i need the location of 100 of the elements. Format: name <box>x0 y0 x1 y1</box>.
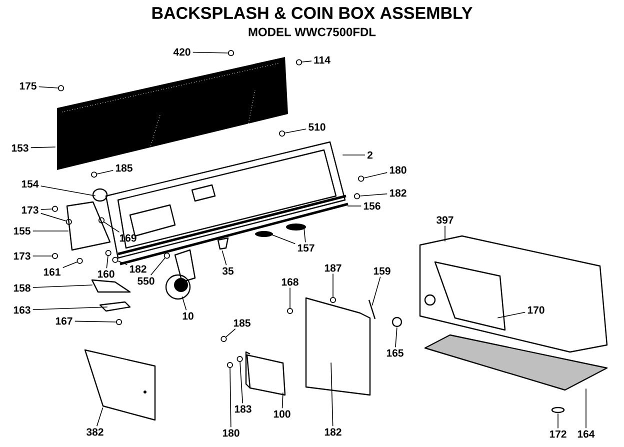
leader-line <box>40 208 52 210</box>
leader-line <box>302 60 312 62</box>
callout-number: 187 <box>324 264 342 272</box>
leader-line <box>226 328 236 338</box>
callout-number: 156 <box>364 202 380 210</box>
callout-number: 160 <box>98 270 114 278</box>
callout-number: 175 <box>20 82 36 90</box>
callout-number: 182 <box>390 189 406 197</box>
callout-number: 165 <box>386 349 404 357</box>
title: BACKSPLASH & COIN BOX ASSEMBLY <box>152 6 472 20</box>
base-plate <box>424 334 608 391</box>
leader-line <box>32 284 93 288</box>
screw <box>354 193 360 200</box>
leader-line <box>304 228 306 243</box>
screw <box>76 258 83 264</box>
leader-line <box>104 222 120 233</box>
callout-number: 182 <box>130 265 146 273</box>
callout-number: 114 <box>314 56 330 64</box>
callout-number: 172 <box>550 430 566 438</box>
callout-number: 155 <box>14 227 30 235</box>
leader-line <box>40 212 66 222</box>
callout-number: 183 <box>234 405 252 413</box>
leader-line <box>40 186 96 196</box>
leader-line <box>330 362 334 427</box>
screw <box>279 130 286 137</box>
slide-pin <box>368 300 376 320</box>
motor <box>165 249 196 300</box>
callout-number: 2 <box>367 151 372 159</box>
callout-number: 173 <box>14 252 30 260</box>
screw <box>358 176 364 182</box>
leader-line <box>38 86 58 88</box>
leader-line <box>32 306 108 310</box>
leader-line <box>342 154 366 156</box>
leader-line <box>96 170 114 174</box>
screw <box>330 296 336 304</box>
trim-rail <box>116 194 350 266</box>
leader-line <box>150 258 166 276</box>
callout-number: 382 <box>86 428 104 436</box>
leader-line <box>222 250 227 266</box>
model-label: MODEL WWC7500FDL <box>248 28 376 36</box>
screw <box>52 252 58 260</box>
screw <box>98 217 105 224</box>
callout-number: 154 <box>22 180 39 188</box>
screw <box>220 336 227 342</box>
leader-line <box>395 327 398 348</box>
callout-number: 164 <box>578 430 595 438</box>
gasket-plate <box>99 301 131 312</box>
screw <box>52 206 58 212</box>
gear <box>392 316 402 328</box>
leader-line <box>444 225 446 242</box>
callout-number: 397 <box>436 216 454 224</box>
leader-line <box>360 193 388 196</box>
callout-number: 182 <box>324 428 342 436</box>
leader-line <box>30 146 56 148</box>
leader-line <box>74 320 116 322</box>
screw <box>91 172 98 178</box>
callout-number: 185 <box>116 164 132 172</box>
washer <box>92 188 108 202</box>
callout-number: 100 <box>274 410 290 418</box>
screw <box>226 362 233 368</box>
leader-line <box>497 312 526 318</box>
callout-number: 10 <box>182 312 194 320</box>
leader-line <box>270 234 296 244</box>
screw <box>228 50 234 56</box>
side-bracket <box>66 201 111 251</box>
leader-line <box>240 362 244 404</box>
door-plate <box>84 349 156 421</box>
foot <box>551 406 565 414</box>
leader-line <box>284 128 307 134</box>
leader-line <box>62 262 78 268</box>
callout-number: 153 <box>12 144 28 152</box>
callout-number: 180 <box>390 166 406 174</box>
screw <box>112 256 118 263</box>
callout-number: 161 <box>44 268 60 276</box>
screw <box>105 250 112 256</box>
callout-number: 180 <box>222 429 240 437</box>
mounting-plate <box>305 297 371 396</box>
callout-number: 167 <box>56 317 72 325</box>
coin-box-housing <box>419 235 608 353</box>
coin-box <box>245 351 286 396</box>
callout-number: 158 <box>14 284 30 292</box>
callout-number: 550 <box>138 277 154 285</box>
screw <box>116 319 122 326</box>
mounting-bracket <box>91 279 131 293</box>
screw <box>236 356 243 362</box>
leader-line <box>332 273 334 298</box>
leader-line <box>118 260 128 266</box>
leader-line <box>372 276 381 306</box>
callout-number: 163 <box>14 306 30 314</box>
leader-line <box>96 407 104 427</box>
callout-number: 510 <box>308 123 326 131</box>
leader-line <box>106 256 108 269</box>
callout-number: 168 <box>282 278 298 286</box>
leader-line <box>192 52 228 54</box>
leader-line <box>182 296 187 311</box>
leader-line <box>32 230 69 232</box>
callout-number: 159 <box>374 267 390 275</box>
control-console <box>105 141 346 259</box>
screw <box>296 59 302 66</box>
leader-line <box>364 172 388 178</box>
